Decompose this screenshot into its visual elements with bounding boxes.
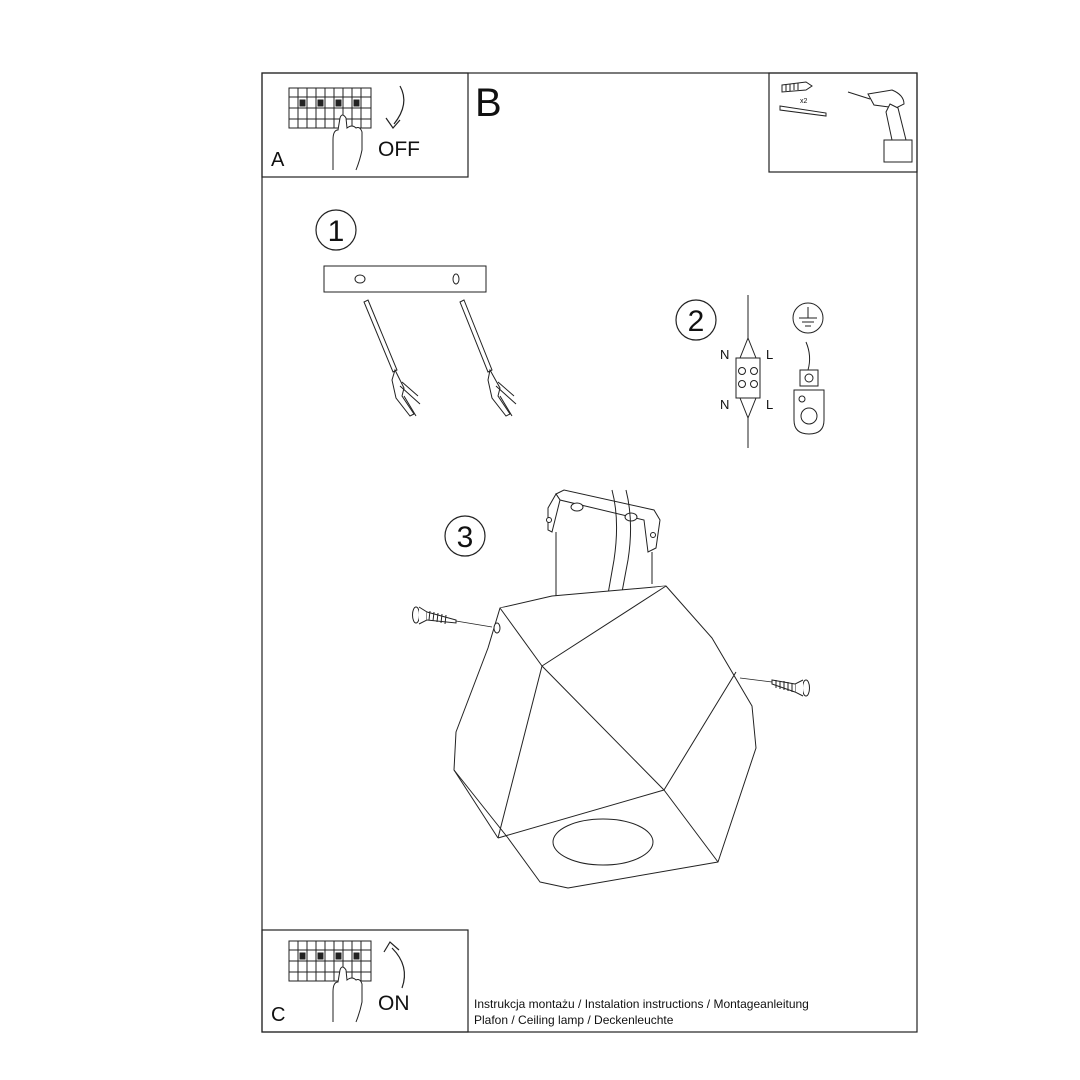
- panel-a-letter: A: [271, 149, 285, 171]
- terminal-label-n-bottom: N: [720, 397, 729, 412]
- sheet-border: [261, 72, 918, 1033]
- step-3: 3: [412, 489, 810, 889]
- breaker-panel-icon: [288, 940, 372, 982]
- step-2: 2 N L N L: [675, 295, 825, 448]
- terminal-label-l-bottom: L: [766, 397, 773, 412]
- step-2-badge: [675, 299, 717, 341]
- ground-symbol-icon: [792, 302, 824, 334]
- screw-left-icon: [412, 606, 493, 628]
- wall-plug-left-icon: [363, 299, 421, 417]
- panel-a-box: [261, 72, 469, 178]
- power-cable: [621, 489, 632, 593]
- drill-hole: [452, 273, 460, 285]
- step-1-badge: [315, 209, 357, 251]
- ceiling-section: [323, 265, 487, 293]
- wall-plug-right-icon: [459, 299, 517, 417]
- geometric-lamp-body: [453, 585, 757, 889]
- drill-hole: [354, 274, 366, 284]
- step-1-number: 1: [328, 215, 345, 248]
- breaker-panel-icon: [288, 87, 372, 129]
- step-3-number: 3: [457, 521, 474, 554]
- arrow-up-icon-head: [383, 941, 400, 953]
- wall-plug-qty: x2: [800, 98, 808, 105]
- terminal-label-n-top: N: [720, 347, 729, 362]
- footer-line-1: Instrukcja montażu / Instalation instruc…: [474, 997, 809, 1011]
- arrow-down-icon: [393, 85, 405, 125]
- arrow-down-icon-head: [385, 117, 401, 129]
- power-cable: [607, 489, 618, 595]
- step-1: 1: [315, 209, 517, 417]
- wall-plug-icon: [781, 81, 813, 93]
- terminal-label-l-top: L: [766, 347, 773, 362]
- terminal-block-icon: [735, 295, 761, 448]
- hand-icon: [332, 114, 363, 171]
- tools-box: x2: [768, 72, 918, 173]
- power-off-label: OFF: [378, 138, 420, 161]
- hand-icon: [332, 966, 363, 1023]
- screw-icon: [779, 105, 827, 117]
- panel-c-letter: C: [271, 1004, 285, 1026]
- panel-c-box: [261, 929, 469, 1033]
- panel-a: OFF A: [261, 72, 469, 178]
- power-on-label: ON: [378, 992, 410, 1015]
- arrow-up-icon: [391, 947, 405, 989]
- panel-c: ON C: [261, 929, 469, 1033]
- ground-terminal-icon: [793, 341, 825, 435]
- footer-line-2: Plafon / Ceiling lamp / Deckenleuchte: [474, 1013, 674, 1027]
- mounting-bracket: [546, 489, 661, 596]
- screw-right-icon: [739, 677, 810, 697]
- drill-icon: [847, 89, 913, 163]
- step-2-number: 2: [688, 305, 705, 338]
- step-3-badge: [444, 515, 486, 557]
- panel-b-letter: B: [475, 81, 502, 125]
- footer-caption: Instrukcja montażu / Instalation instruc…: [474, 996, 809, 1028]
